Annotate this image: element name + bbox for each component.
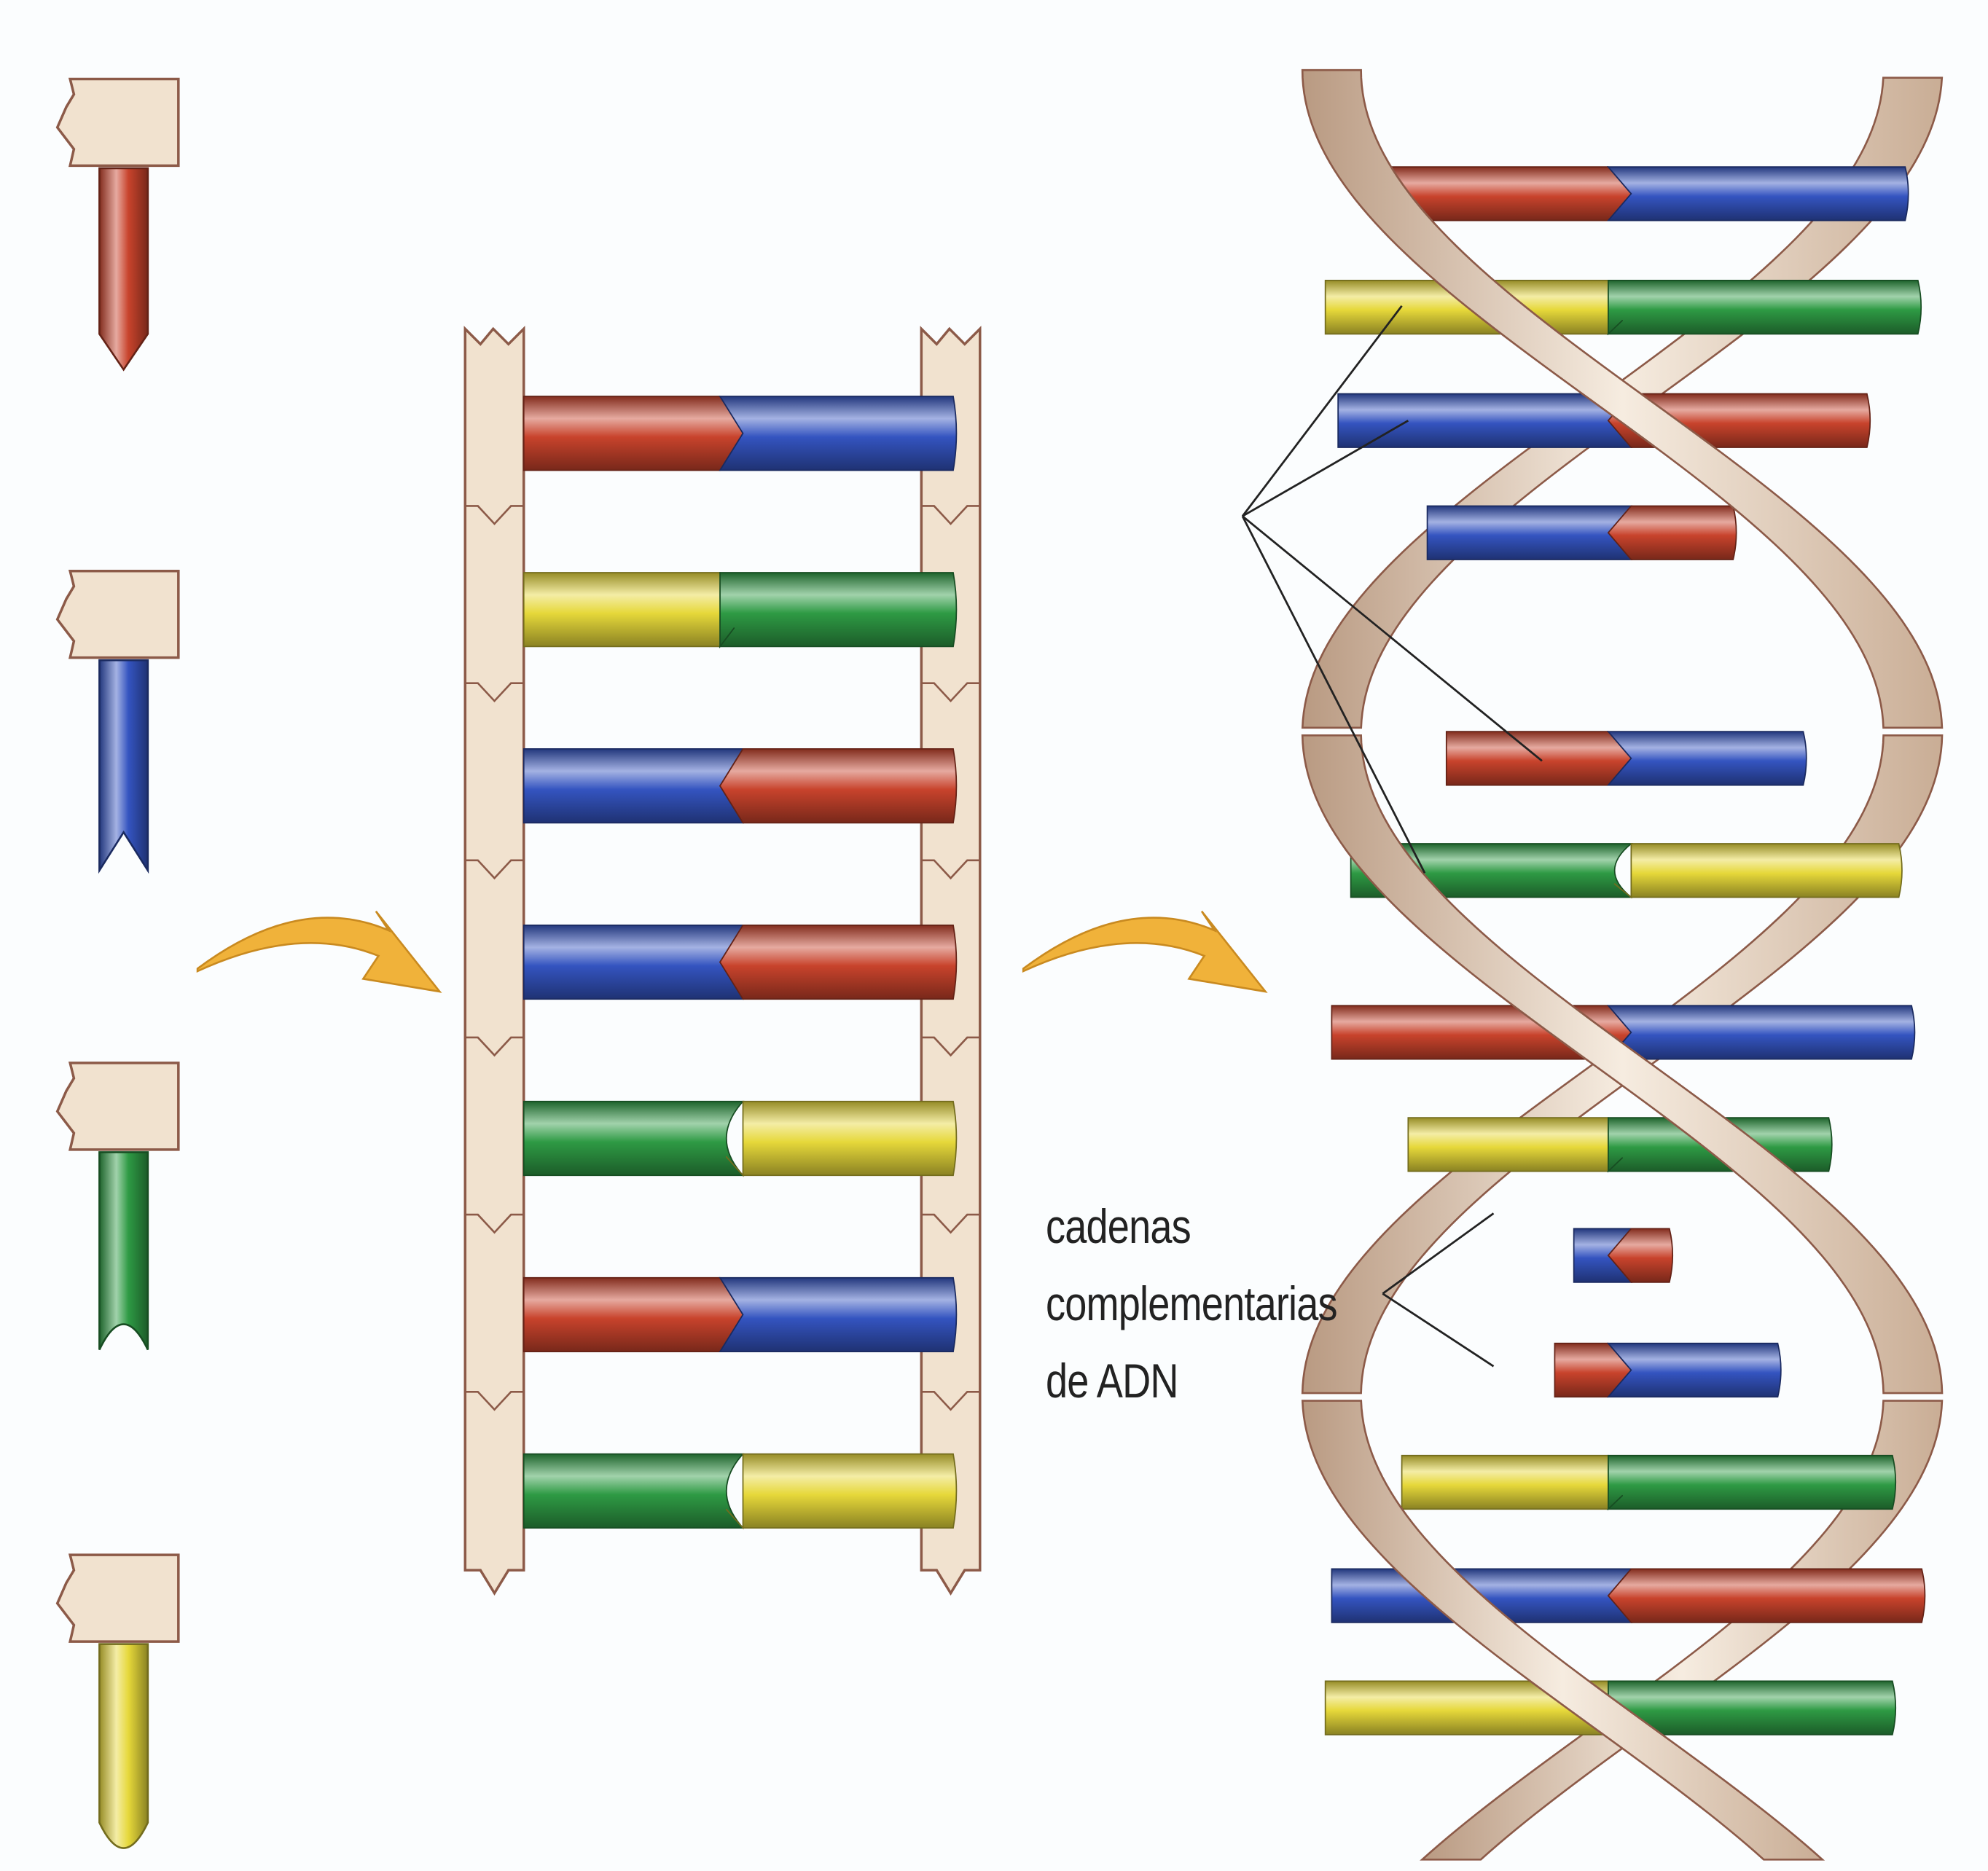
blue-base [523, 748, 745, 824]
phosphate-sugar-icon [55, 569, 180, 659]
red-base [719, 924, 958, 1000]
sugar-phosphate-strand [1420, 1400, 1944, 1861]
yellow-base [1614, 843, 1903, 899]
blue-base-icon [98, 659, 149, 874]
pointer-lines [1241, 305, 1543, 1368]
sugar-phosphate-strand [1301, 734, 1944, 1395]
ladder-rung [523, 1276, 958, 1353]
green-base [1606, 1454, 1897, 1511]
backbone-joint [465, 682, 524, 703]
helix-rung [1426, 505, 1737, 560]
red-base [1607, 505, 1737, 560]
helix-rungs [1324, 166, 1926, 1736]
phosphate-sugar-icon [55, 1553, 180, 1643]
ladder-rung [523, 924, 958, 1000]
label-line-3: de ADN [1046, 1354, 1178, 1408]
blue-base [523, 924, 745, 1000]
yellow-base-icon [98, 1643, 149, 1849]
nucleotide-green [55, 1062, 180, 1351]
backbone-joint [921, 505, 980, 525]
backbone-joint [921, 1390, 980, 1411]
red-base [1607, 1228, 1674, 1283]
phosphate-sugar-icon [55, 77, 180, 168]
phosphate-sugar-icon [55, 1062, 180, 1151]
blue-base [719, 396, 958, 471]
sugar-phosphate-strand [1301, 68, 1944, 729]
arrows-group [196, 910, 1268, 993]
blue-base [719, 1276, 958, 1353]
nucleotides-group [55, 77, 180, 1849]
ladder-rung [523, 396, 958, 471]
helix-rung [1573, 1228, 1674, 1283]
label-line-1: cadenas [1046, 1199, 1191, 1253]
front-strands [1301, 68, 1944, 1861]
backbone-joint [465, 1390, 524, 1411]
pointer-line [1242, 515, 1543, 762]
pointer-line [1382, 1293, 1495, 1368]
blue-base [1426, 505, 1633, 560]
green-base [523, 1453, 745, 1529]
ladder-backbone [463, 326, 525, 1596]
yellow-base [1407, 1117, 1623, 1172]
ladder-rung [523, 1100, 958, 1177]
backbone-joint [921, 859, 980, 880]
helix-rung [1401, 1454, 1897, 1511]
ladder-rung [523, 748, 958, 824]
yellow-base [725, 1453, 958, 1530]
backbone-joint [921, 1036, 980, 1057]
pointer-line [1241, 305, 1403, 517]
red-base [523, 396, 744, 471]
red-base [719, 748, 958, 824]
nucleotide-red [55, 77, 180, 372]
helix-rung [1554, 1342, 1782, 1398]
yellow-base [523, 572, 735, 648]
backbone-joint [465, 1036, 524, 1057]
red-base-icon [98, 167, 149, 372]
green-base-icon [98, 1151, 149, 1351]
red-base [523, 1276, 744, 1353]
red-base [1607, 1568, 1926, 1623]
arrow-right-icon [196, 910, 442, 993]
sugar-phosphate-strand [1301, 1400, 1825, 1861]
green-base [1606, 279, 1922, 336]
blue-base [1606, 1005, 1916, 1060]
ladder-rung [523, 1453, 958, 1530]
green-base [719, 572, 958, 649]
blue-base [1337, 393, 1633, 448]
backbone-joint [465, 1213, 524, 1234]
helix-rung [1324, 279, 1922, 336]
arrow-right-icon [1022, 910, 1268, 993]
backbone-joint [465, 505, 524, 525]
nucleotide-yellow [55, 1553, 180, 1849]
helix-rung [1445, 731, 1807, 786]
pointer-line [1241, 515, 1426, 874]
pointer-line [1382, 1212, 1495, 1295]
green-base [523, 1100, 745, 1177]
blue-base [1606, 166, 1909, 221]
backbone-joint [921, 1213, 980, 1234]
yellow-base [1401, 1454, 1623, 1510]
complementary-strands-label: cadenas complementarias de ADN [1046, 1188, 1338, 1419]
backbone-joint [921, 682, 980, 703]
pointer-line [1242, 420, 1409, 517]
helix-rung [1382, 166, 1909, 221]
nucleotide-blue [55, 569, 180, 874]
blue-base [1606, 1342, 1782, 1398]
double-helix-group [1301, 68, 1944, 1861]
backbone-joint [465, 859, 524, 880]
blue-base [1606, 731, 1807, 786]
label-line-2: complementarias [1046, 1276, 1338, 1330]
yellow-base [725, 1100, 958, 1177]
ladder-group [463, 326, 982, 1596]
ladder-rung [523, 572, 958, 649]
